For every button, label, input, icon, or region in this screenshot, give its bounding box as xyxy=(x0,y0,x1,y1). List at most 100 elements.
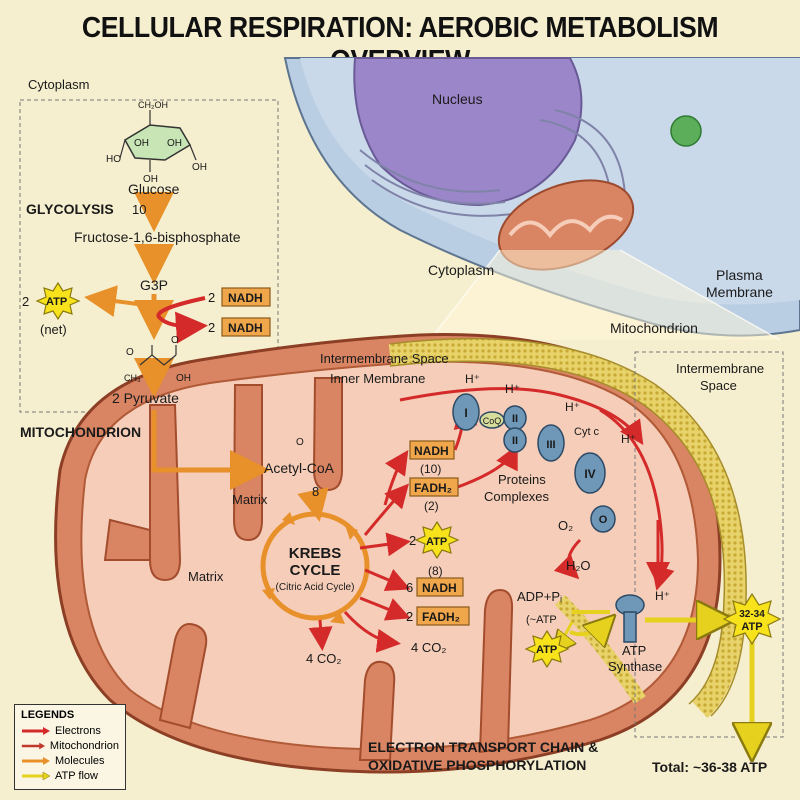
krebs-fadh2-count: 2 xyxy=(406,609,413,624)
cytoplasm-region xyxy=(19,99,279,413)
atp-burst-synthase xyxy=(524,629,570,669)
krebs-outputs xyxy=(308,450,411,653)
pyruvate-ch3: CH₃ xyxy=(124,373,141,383)
adp-label: ADP+Pᵢ xyxy=(517,589,562,604)
krebs-label-2: CYCLE xyxy=(290,562,341,579)
legend-label-electrons: Electrons xyxy=(55,724,101,737)
intermembrane-space-right-2: Space xyxy=(700,378,737,393)
atp-net-count: 2 xyxy=(22,294,29,309)
cytoplasm-label-cell: Cytoplasm xyxy=(428,262,494,278)
nadh-label-etc: NADH xyxy=(414,444,449,458)
complex-3-label: III xyxy=(546,439,555,451)
etc-title-1: ELECTRON TRANSPORT CHAIN & xyxy=(368,739,598,755)
legend-item-atp-flow: ATP flow xyxy=(21,768,119,783)
co2-right-label: 4 CO₂ xyxy=(411,640,446,655)
matrix-label-upper: Matrix xyxy=(232,492,268,507)
krebs-nadh-count: 6 xyxy=(406,580,413,595)
complex-2a-label: II xyxy=(512,413,518,425)
atp-flow xyxy=(556,520,752,752)
atp-burst-total xyxy=(722,592,782,646)
pyruvate-o-right: O xyxy=(171,335,179,346)
krebs-label-1: KREBS xyxy=(289,545,342,562)
glucose-ho-bl: HO xyxy=(106,154,121,165)
endoplasmic-reticulum xyxy=(359,109,626,217)
h2o-label: H₂O xyxy=(566,558,591,573)
atp-burst-krebs xyxy=(414,520,460,560)
hplus-3: H⁺ xyxy=(565,400,580,414)
complex-2b-label: II xyxy=(512,435,518,447)
legend-label-mitochondrion: Mitochondrion xyxy=(49,739,119,752)
total-atp-label: Total: ~36-38 ATP xyxy=(652,759,767,775)
nadh-count-2: 2 xyxy=(208,320,215,335)
mitochondrion-section-label: MITOCHONDRION xyxy=(20,424,141,440)
legend-arrow-mitochondrion xyxy=(21,742,46,749)
krebs-cycle xyxy=(260,487,370,624)
hplus-1: H⁺ xyxy=(465,372,480,386)
etc-fadh2-paren: (2) xyxy=(424,499,439,513)
glycolysis-pathway xyxy=(134,192,270,490)
glucose-oh-left: OH xyxy=(134,138,149,149)
atp-approx-label: (~ATP xyxy=(526,614,557,626)
nadh-label-krebs: NADH xyxy=(422,581,457,595)
atp-synthase-label-1: ATP xyxy=(622,643,646,658)
etc-nadh-paren: (10) xyxy=(420,462,441,476)
legend-item-molecules: Molecules xyxy=(21,753,119,768)
pyruvate-o-left: O xyxy=(126,347,134,358)
glycolysis-steps: 10 xyxy=(132,202,146,217)
fadh2-label-etc: FADH₂ xyxy=(414,481,452,495)
atp-burst-glycolysis xyxy=(35,281,81,321)
legend: LEGENDS Electrons Mitochondrion Molecule… xyxy=(14,704,126,790)
cell xyxy=(283,57,800,337)
legend-arrow-electrons xyxy=(22,726,50,735)
complex-0-label: O xyxy=(599,514,608,526)
glucose-label: Glucose xyxy=(128,181,180,197)
nadh-label-1: NADH xyxy=(228,291,263,305)
protein-complexes xyxy=(452,393,645,643)
glycolysis-side-arrows xyxy=(84,285,208,344)
legend-arrow-molecules xyxy=(22,756,50,765)
complex-coq-label: CoQ xyxy=(483,416,502,426)
o2-label: O₂ xyxy=(558,518,573,533)
pyruvate-molecule xyxy=(139,345,177,366)
mitochondrion-label-cell: Mitochondrion xyxy=(610,320,698,336)
nadh-count-1: 2 xyxy=(208,290,215,305)
krebs-label-3: (Citric Acid Cycle) xyxy=(276,582,355,593)
legend-title: LEGENDS xyxy=(21,709,75,721)
legend-item-mitochondrion: Mitochondrion xyxy=(21,738,119,753)
atp-label-synthase-burst: ATP xyxy=(536,644,557,656)
atp-label-total-burst: ATP xyxy=(741,621,762,633)
atp-32-34-label: 32-34 xyxy=(739,609,765,620)
g3p-label: G3P xyxy=(140,277,168,293)
krebs-atp-count: 2 xyxy=(409,533,416,548)
acetyl-coa-label: Acetyl-CoA xyxy=(264,460,335,476)
nucleus-label: Nucleus xyxy=(432,91,483,107)
complex-4-label: IV xyxy=(584,467,595,481)
glucose-oh-br: OH xyxy=(192,162,207,173)
hplus-4: H⁺ xyxy=(621,432,636,446)
proteins-label: Proteins xyxy=(498,472,546,487)
carrier-boxes xyxy=(221,287,470,626)
nadh-label-2: NADH xyxy=(228,321,263,335)
hplus-2: H⁺ xyxy=(505,382,520,396)
inner-membrane-label: Inner Membrane xyxy=(330,371,425,386)
fructose-label: Fructose-1,6-bisphosphate xyxy=(74,229,241,245)
glucose-oh-bottom: OH xyxy=(143,174,158,185)
pyruvate-oh: OH xyxy=(176,373,191,384)
legend-label-molecules: Molecules xyxy=(55,754,105,767)
legend-arrow-atp-flow xyxy=(22,771,51,780)
intermembrane-space-right-1: Intermembrane xyxy=(676,361,764,376)
hplus-5: H⁺ xyxy=(655,589,670,603)
atp-label-krebs: ATP xyxy=(426,536,447,548)
plasma-membrane-label-2: Membrane xyxy=(706,284,773,300)
plasma-membrane-label-1: Plasma xyxy=(716,267,763,283)
etc-title-2: OXIDATIVE PHOSPHORYLATION xyxy=(368,757,586,773)
cytoplasm-label-top: Cytoplasm xyxy=(28,77,89,92)
nucleus xyxy=(353,57,583,207)
legend-item-electrons: Electrons xyxy=(21,723,119,738)
net-label: (net) xyxy=(40,322,67,337)
matrix-label-lower: Matrix xyxy=(188,569,224,584)
vesicle xyxy=(670,115,702,147)
glucose-ch2oh: CH₂OH xyxy=(138,100,168,110)
glucose-molecule xyxy=(119,110,197,172)
